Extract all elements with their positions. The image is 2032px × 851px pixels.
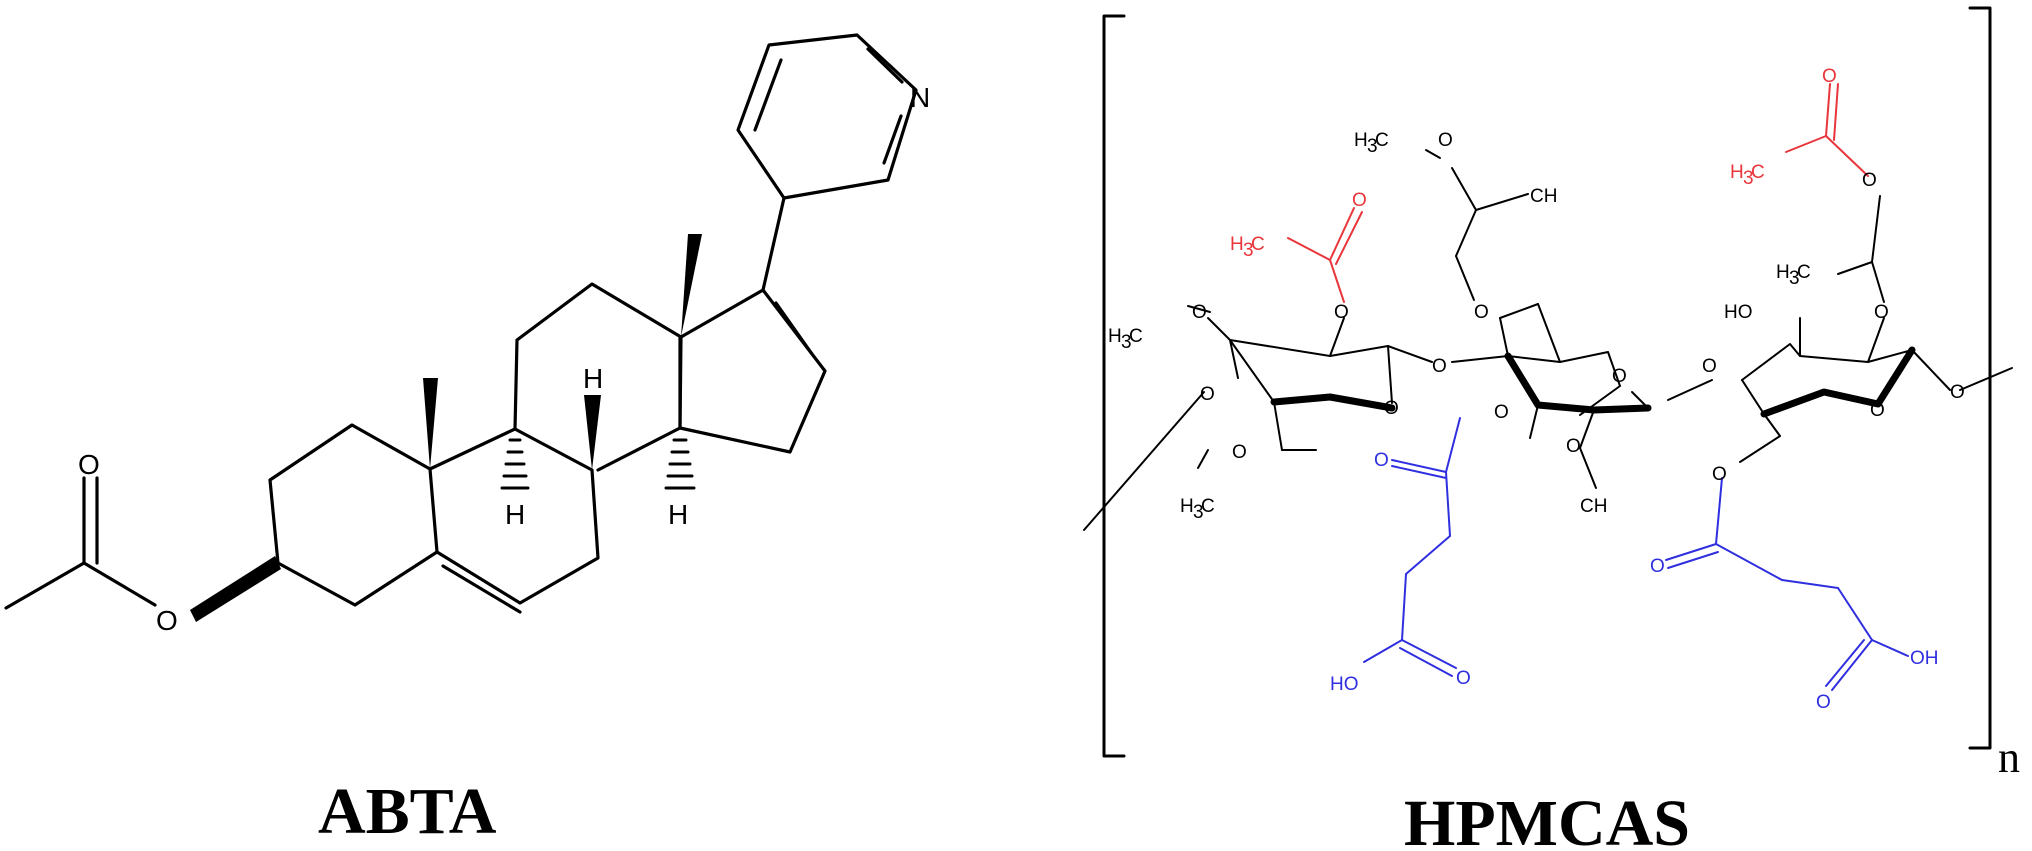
oxygen-label: O bbox=[1870, 400, 1885, 421]
methyl-c: C bbox=[1251, 234, 1265, 255]
oxygen-label: O bbox=[1192, 302, 1207, 323]
oxygen-label: O bbox=[1374, 450, 1389, 471]
oxygen-label: O bbox=[1474, 302, 1489, 323]
methyl-3: 3 bbox=[1743, 168, 1754, 189]
methyl-label: CH bbox=[1530, 186, 1557, 207]
oxygen-label: O bbox=[1432, 356, 1447, 377]
methyl-h: H bbox=[1180, 496, 1194, 517]
oxygen-label: O bbox=[1702, 356, 1717, 377]
abta-structure bbox=[4, 33, 918, 622]
oxygen-label: O bbox=[1816, 692, 1831, 713]
hpmcas-structure bbox=[1083, 6, 2013, 758]
oxygen-label: O bbox=[1950, 382, 1965, 403]
abta-caption: ABTA bbox=[318, 775, 497, 848]
oxygen-label: O bbox=[1200, 384, 1215, 405]
hashed-bond bbox=[500, 438, 696, 490]
methyl-3: 3 bbox=[1193, 502, 1204, 523]
methyl-label: CH bbox=[1580, 496, 1607, 517]
methyl-h: H bbox=[1108, 326, 1122, 347]
oxygen-label: O bbox=[1494, 402, 1509, 423]
methyl-3: 3 bbox=[1243, 240, 1254, 261]
hpmcas-caption: HPMCAS bbox=[1404, 787, 1690, 851]
hpmcas-black-labels: H 3 C O CH O H 3 C O O O O O O H 3 C O O… bbox=[1108, 130, 1965, 523]
oxygen-label: O bbox=[1650, 556, 1665, 577]
hydroxyl-label: OH bbox=[1910, 648, 1939, 669]
oxygen-label: O bbox=[1438, 130, 1453, 151]
oxygen-label: O bbox=[1862, 170, 1877, 191]
oxygen-label: O bbox=[1232, 442, 1247, 463]
methyl-3: 3 bbox=[1367, 136, 1378, 157]
oxygen-label: O bbox=[1456, 668, 1471, 689]
oxygen-label: O bbox=[1352, 190, 1367, 211]
wedge-bond bbox=[681, 234, 702, 337]
hydrogen-label: H bbox=[505, 499, 525, 530]
hydroxyl-label: HO bbox=[1724, 302, 1753, 323]
methyl-3: 3 bbox=[1789, 268, 1800, 289]
oxygen-label: O bbox=[78, 449, 100, 480]
oxygen-label: O bbox=[1384, 398, 1399, 419]
hpmcas-succinyl-labels: O HO O O O OH bbox=[1330, 450, 1939, 713]
wedge-bond bbox=[190, 556, 281, 622]
wedge-bond bbox=[423, 378, 438, 469]
oxygen-label: O bbox=[156, 605, 178, 636]
methyl-h: H bbox=[1230, 234, 1244, 255]
oxygen-label: O bbox=[1334, 302, 1349, 323]
methyl-h: H bbox=[1776, 262, 1790, 283]
methyl-c: C bbox=[1797, 262, 1811, 283]
oxygen-label: O bbox=[1822, 66, 1837, 87]
oxygen-label: O bbox=[1612, 366, 1627, 387]
hydroxyl-label: HO bbox=[1330, 674, 1359, 695]
methyl-c: C bbox=[1201, 496, 1215, 517]
nitrogen-label: N bbox=[910, 82, 930, 113]
methyl-c: C bbox=[1375, 130, 1389, 151]
oxygen-label: O bbox=[1566, 436, 1581, 457]
methyl-c: C bbox=[1129, 326, 1143, 347]
hydrogen-label: H bbox=[668, 499, 688, 530]
methyl-h: H bbox=[1730, 162, 1744, 183]
left-bracket bbox=[1102, 14, 1126, 758]
repeat-subscript: n bbox=[1998, 733, 2020, 782]
methyl-3: 3 bbox=[1121, 332, 1132, 353]
methyl-h: H bbox=[1354, 130, 1368, 151]
oxygen-label: O bbox=[1874, 302, 1889, 323]
wedge-bond bbox=[584, 395, 601, 470]
hpmcas-acetyl-labels: H 3 C O H 3 C O bbox=[1230, 66, 1837, 261]
hydrogen-label: H bbox=[583, 363, 603, 394]
oxygen-label: O bbox=[1712, 464, 1727, 485]
methyl-c: C bbox=[1751, 162, 1765, 183]
